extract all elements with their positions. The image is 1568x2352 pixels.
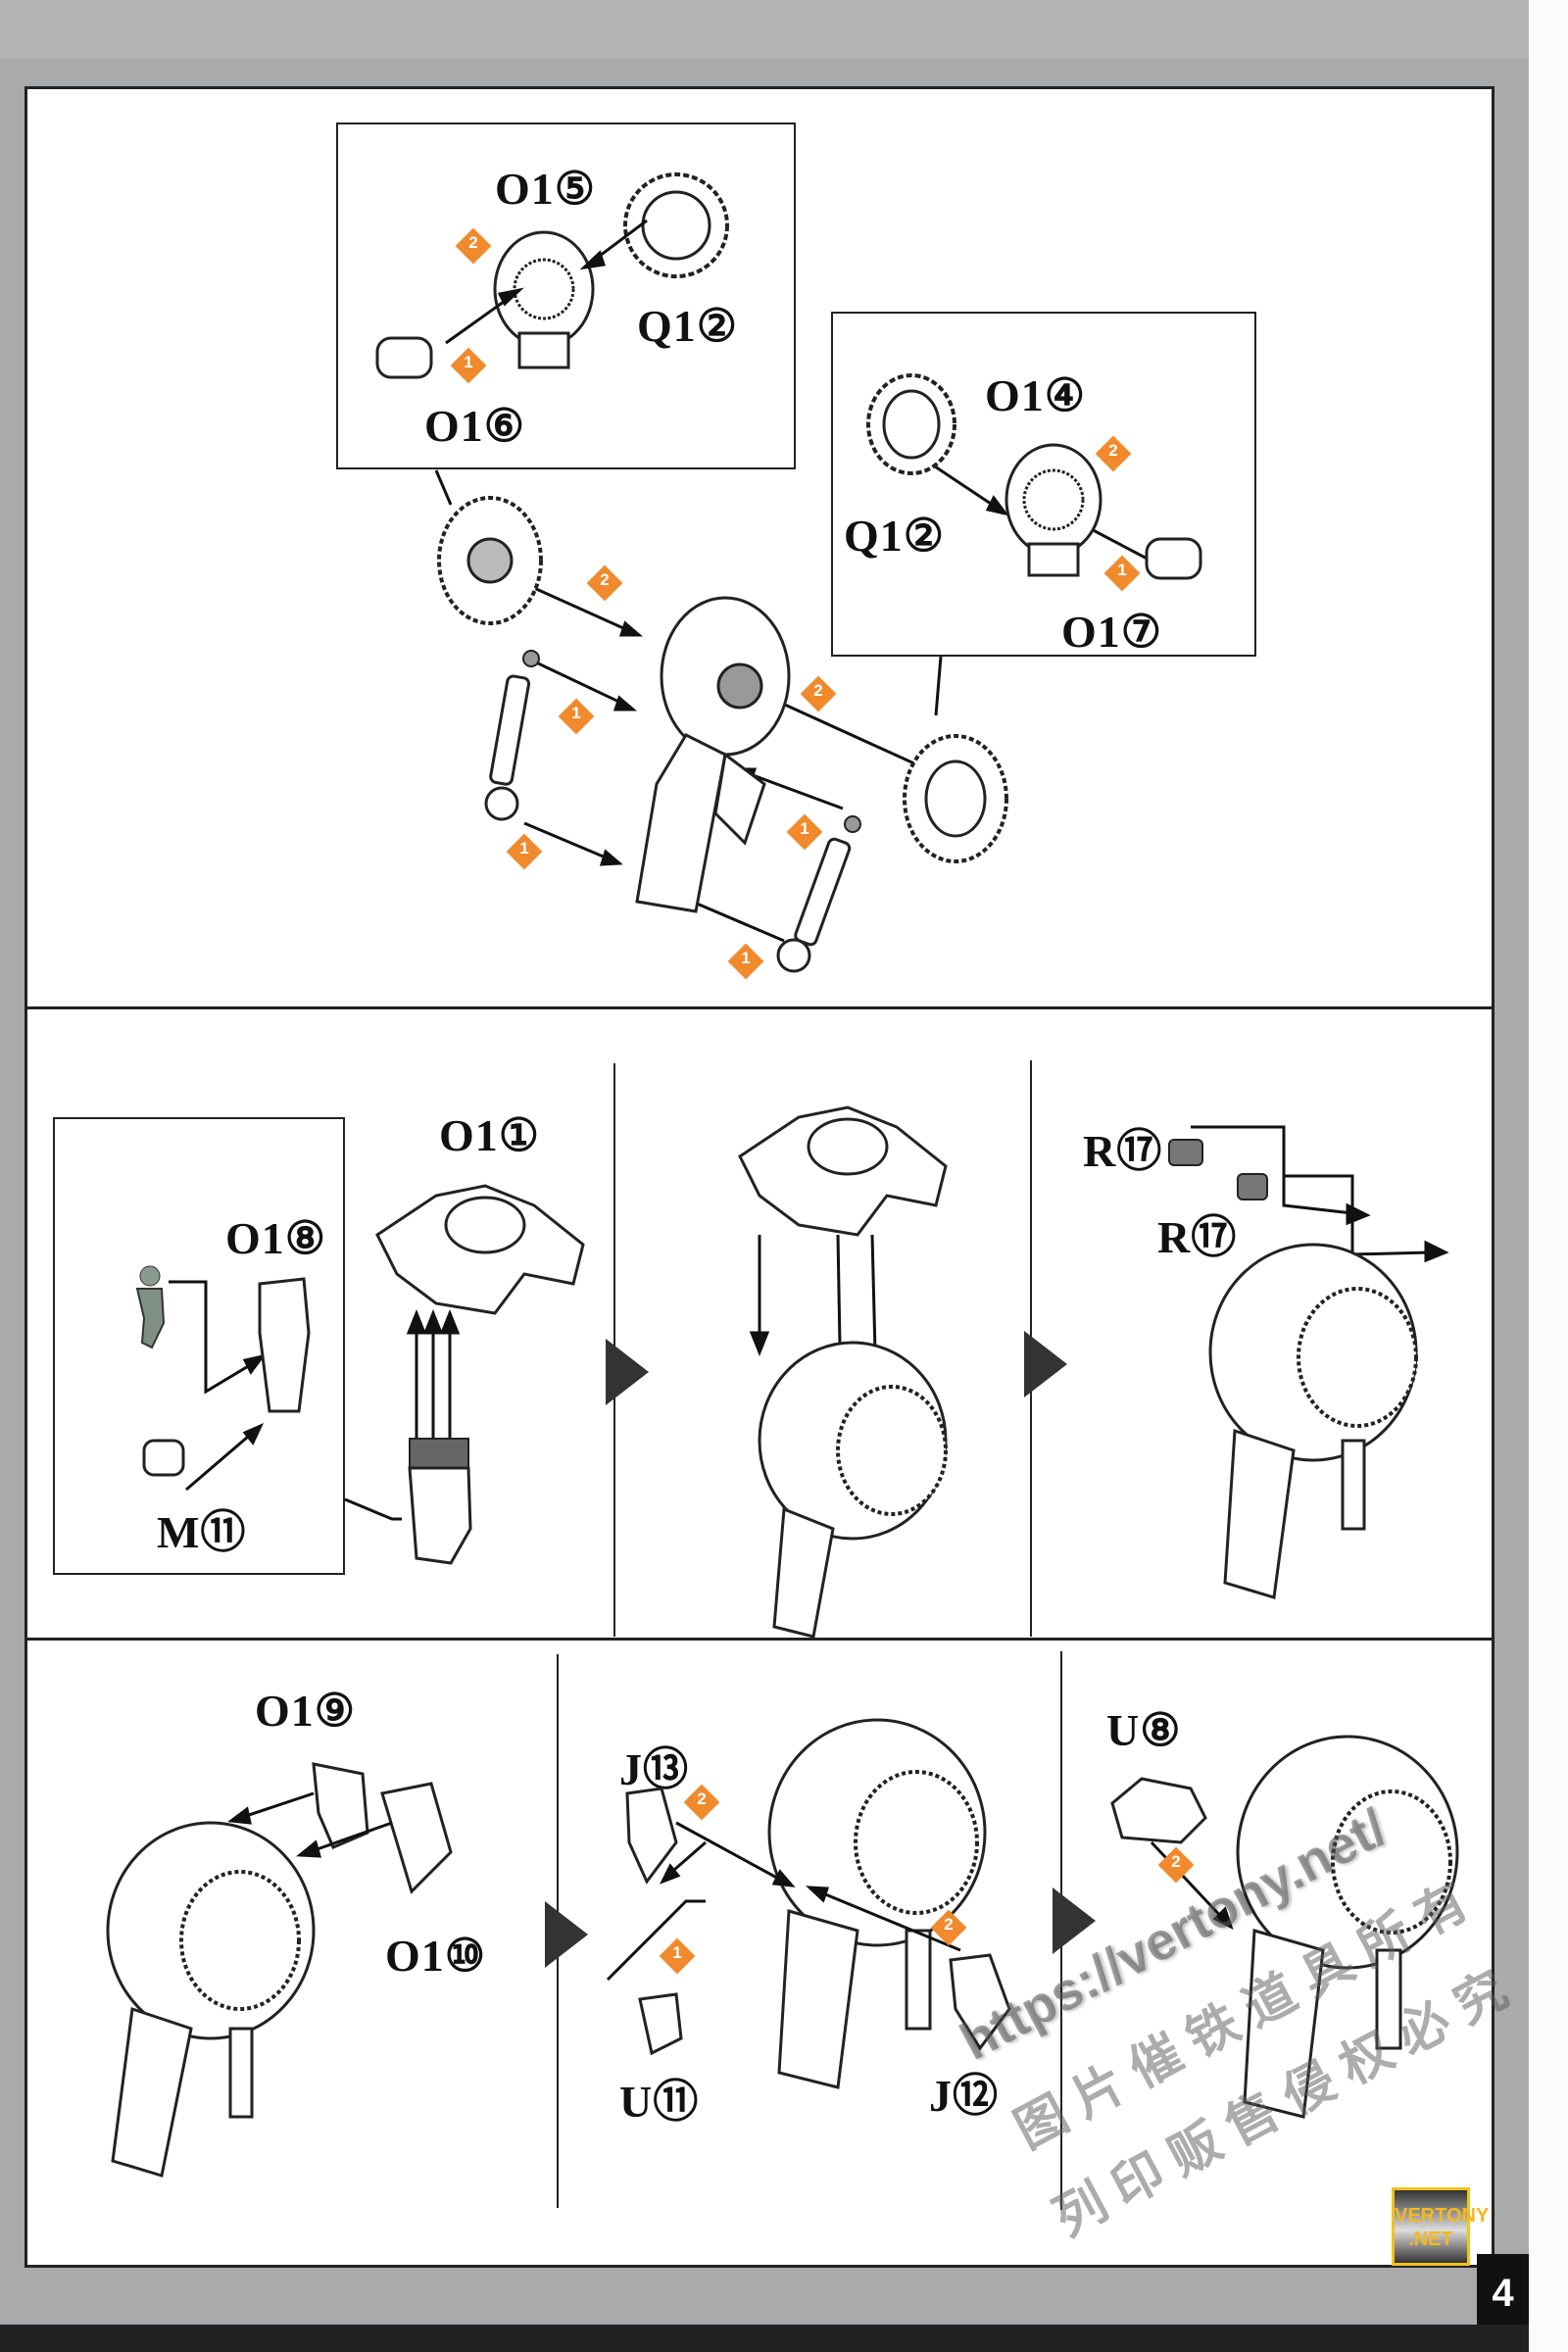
small-clip-part [1168,1139,1268,1200]
joint-part [142,1439,185,1477]
step-marker: 2 [800,675,837,712]
part-label: M⑪ [157,1507,247,1557]
joint-part [375,336,433,379]
armor-panel-part [949,1953,1011,2051]
step-marker: 2 [1157,1846,1195,1884]
next-step-arrow-icon [606,1339,649,1405]
next-step-arrow-icon [1024,1331,1067,1397]
step-marker: 2 [455,227,492,265]
part-label: O1① [439,1110,541,1160]
step-marker: 2 [930,1909,967,1946]
page-number: 4 [1477,2254,1529,2325]
arm-frame-part [635,596,791,913]
armor-panel-part [1110,1777,1207,1844]
panel-divider [24,1638,1494,1641]
hub-part [493,230,595,369]
mech-body-assembly [106,1821,316,2178]
panel-divider [24,1006,1494,1009]
page-bottom-edge [0,2325,1529,2352]
next-step-arrow-icon [1053,1887,1096,1954]
part-label: O1④ [985,370,1087,420]
part-label: R⑰ [1157,1212,1238,1262]
step-marker: 2 [586,564,623,602]
mech-body-assembly [767,1718,987,2089]
step-marker: 1 [727,943,764,980]
part-label: U⑧ [1106,1705,1182,1755]
piston-part [484,650,540,821]
piston-part [776,815,861,973]
part-label: O1⑩ [385,1931,487,1981]
part-label: U⑪ [619,2077,700,2127]
mech-body-assembly [758,1341,948,1639]
step-marker: 1 [558,698,595,735]
seat-part [408,1438,472,1565]
part-label: R⑰ [1083,1126,1163,1176]
step-marker: 2 [1095,435,1132,472]
vertony-logo: VERTONY.NET [1392,2187,1490,2266]
page-edge [1529,0,1568,2352]
part-label: O1⑤ [495,164,597,214]
armor-panel-part [625,1787,678,1885]
next-step-arrow-icon [545,1901,588,1968]
mech-body-assembly [1236,1735,1459,2119]
part-label: Q1② [637,301,739,351]
step-marker: 1 [450,347,487,384]
seat-part [258,1277,311,1413]
armor-panel-part [312,1762,453,1894]
pilot-figure-part [135,1265,166,1349]
torso-frame-part [375,1184,585,1315]
part-label: J⑬ [619,1744,689,1794]
wheel-part [903,734,1008,863]
logo-text: VERTONY [1395,2205,1490,2227]
logo-text: .NET [1408,2229,1453,2250]
step-marker: 1 [1103,555,1141,592]
assembly-arrows [227,1791,1234,1982]
part-label: O1⑥ [424,401,526,451]
hub-part [1004,443,1102,577]
armor-panel-part [638,1992,683,2056]
gear-ring-part [866,373,956,475]
step-marker: 2 [683,1784,720,1821]
mech-body-assembly [1208,1243,1418,1599]
joint-part [1145,537,1202,580]
part-label: O1⑨ [255,1686,357,1736]
page-top-margin [0,0,1529,59]
part-label: O1⑦ [1061,607,1163,657]
step-marker: 1 [786,813,823,851]
wheel-part [437,496,543,625]
part-label: J⑫ [929,2071,999,2121]
part-label: O1⑧ [225,1213,327,1263]
step-marker: 1 [659,1937,696,1975]
torso-frame-part [738,1105,948,1237]
part-label: Q1② [844,511,946,561]
step-marker: 1 [506,833,543,870]
gear-ring-part [623,172,729,278]
